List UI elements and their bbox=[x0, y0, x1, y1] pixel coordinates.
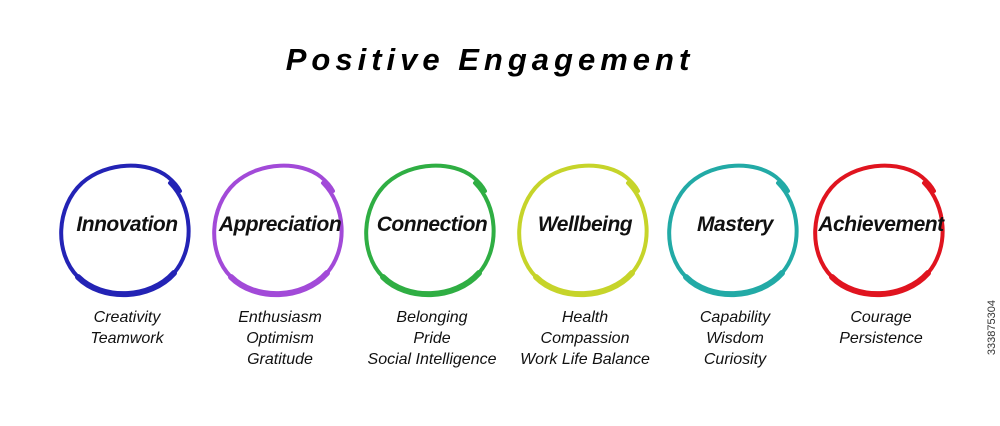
ring-stroke bbox=[59, 163, 191, 297]
ring-circle bbox=[212, 163, 344, 298]
sub-item: Capability bbox=[699, 309, 771, 326]
sub-item: Wisdom bbox=[706, 330, 764, 347]
ring-circle bbox=[667, 163, 799, 298]
ring-circle bbox=[364, 163, 496, 298]
sub-item: Creativity bbox=[93, 309, 161, 326]
sub-item: Teamwork bbox=[90, 330, 164, 347]
item-label: Connection bbox=[376, 213, 488, 236]
sub-item: Gratitude bbox=[247, 351, 313, 368]
item-label: Mastery bbox=[697, 213, 773, 236]
ring-stroke bbox=[364, 163, 496, 297]
item-label: Innovation bbox=[76, 213, 178, 236]
sub-item: Social Intelligence bbox=[367, 351, 497, 368]
sub-item: Enthusiasm bbox=[238, 309, 322, 326]
ring-stroke-accent bbox=[228, 270, 330, 298]
sub-item: Belonging bbox=[396, 309, 468, 326]
ring-circle bbox=[813, 163, 945, 298]
item-label: Achievement bbox=[818, 213, 944, 236]
sub-item: Courage bbox=[850, 309, 912, 326]
ring-stroke-accent bbox=[683, 270, 785, 298]
sub-item: Pride bbox=[413, 330, 451, 347]
ring-stroke bbox=[212, 163, 344, 297]
sub-item: Health bbox=[561, 309, 609, 326]
ring-stroke bbox=[813, 163, 945, 297]
ring-stroke bbox=[517, 163, 649, 297]
ring-circle bbox=[59, 163, 191, 298]
ring-stroke bbox=[667, 163, 799, 297]
sub-item: Compassion bbox=[540, 330, 630, 347]
ring-stroke-accent bbox=[380, 270, 482, 298]
ring-circle bbox=[517, 163, 649, 298]
ring-stroke-accent bbox=[829, 270, 931, 298]
ring-stroke-accent bbox=[533, 270, 635, 298]
ring-stroke-accent bbox=[75, 270, 177, 298]
sub-item: Curiosity bbox=[703, 351, 767, 368]
item-label: Appreciation bbox=[218, 213, 342, 236]
diagram-title: Positive Engagement bbox=[285, 42, 695, 77]
stock-id-watermark: 333875304 bbox=[986, 300, 998, 356]
sub-item: Persistence bbox=[839, 330, 923, 347]
item-label: Wellbeing bbox=[537, 213, 633, 236]
sub-item: Work Life Balance bbox=[520, 351, 650, 368]
sub-item: Optimism bbox=[246, 330, 314, 347]
